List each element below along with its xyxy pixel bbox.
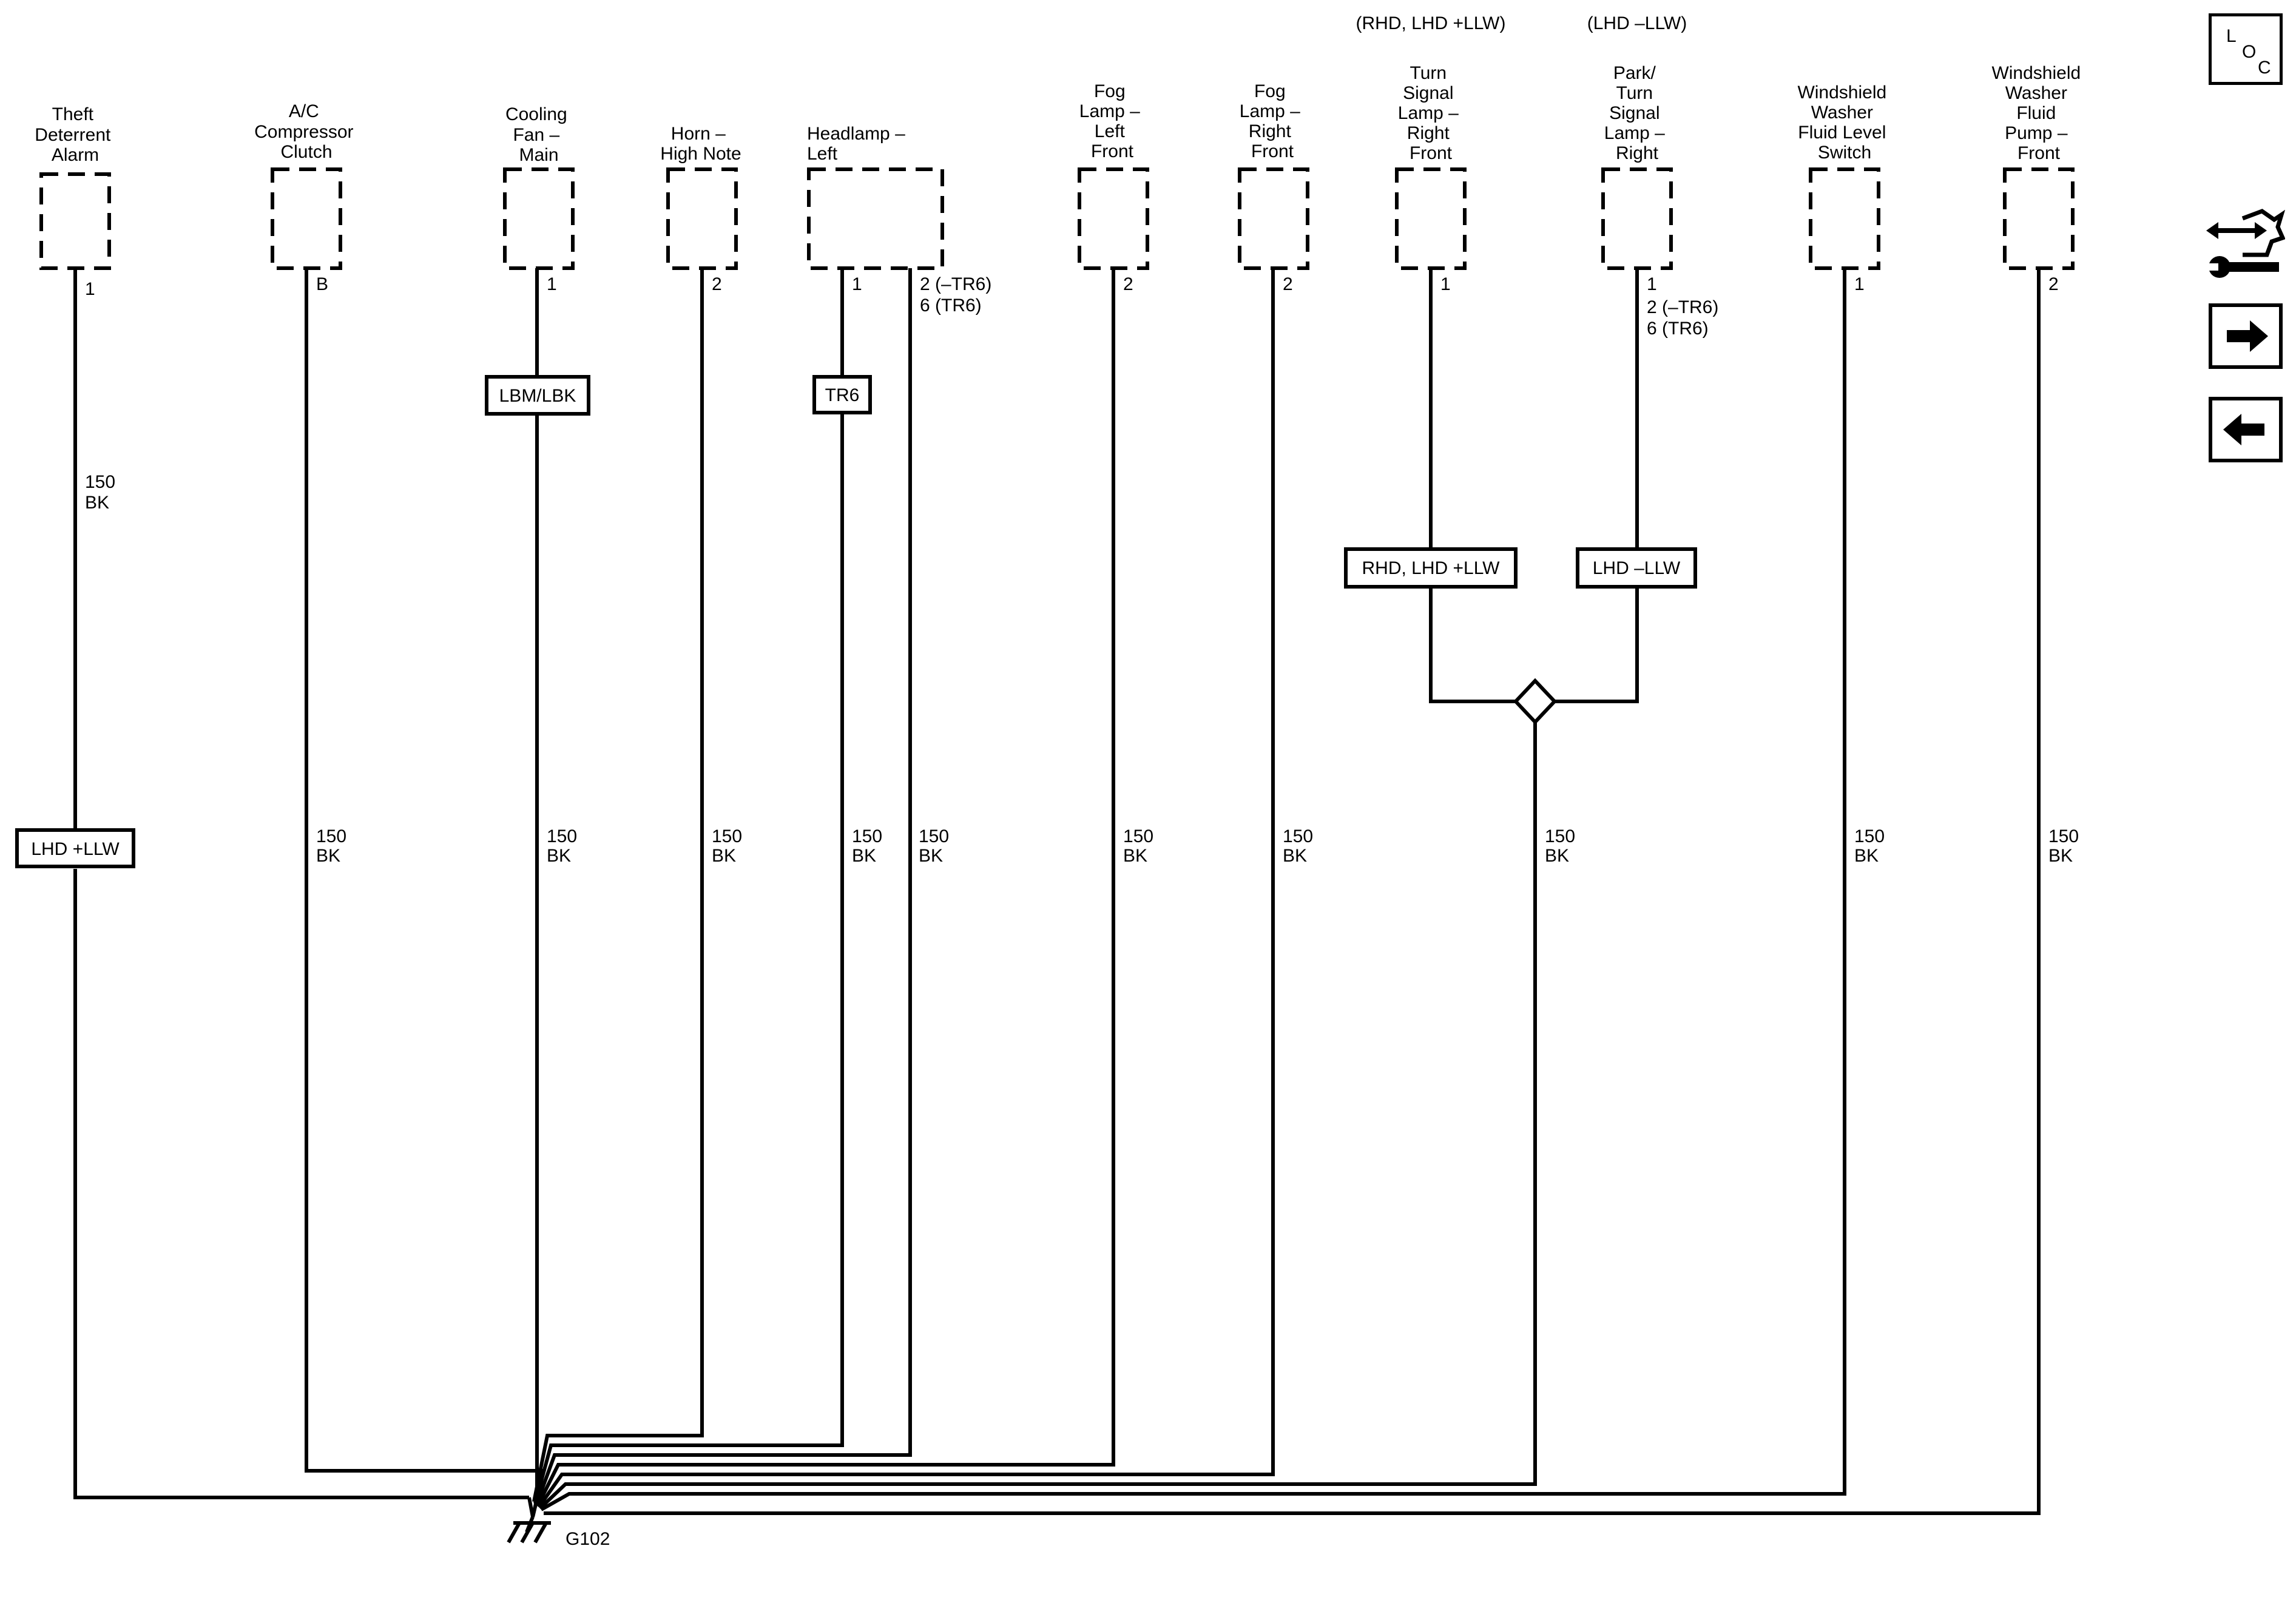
headlamp-pin1-wire-label: 150 BK (852, 826, 887, 866)
headlamp-connector (807, 167, 944, 270)
washer-pump-label: Windshield Washer Fluid Pump – Front (1991, 63, 2085, 163)
headlamp-pin1: 1 (852, 274, 862, 294)
headlamp-pin2-wire-label: 150 BK (919, 826, 954, 866)
wire-washer-switch (540, 268, 1846, 1511)
wire-ac-clutch (305, 268, 529, 1473)
loc-letter-o: O (2242, 42, 2257, 62)
wire-fog-right (537, 268, 1275, 1508)
fog-right-pin: 2 (1283, 274, 1293, 294)
option-theft-text: LHD +LLW (31, 839, 120, 859)
option-box-fan (485, 375, 590, 416)
washer-switch-connector (1809, 167, 1880, 270)
fog-left-label: Fog Lamp – Left Front (1079, 81, 1145, 161)
fog-left-pin: 2 (1123, 274, 1133, 294)
fan-wire-label: 150 BK (547, 826, 582, 866)
headlamp-pin2: 2 (–TR6) 6 (TR6) (920, 274, 997, 316)
wire-splice-to-ground (538, 721, 1537, 1510)
park-turn-pins: 1 2 (–TR6) 6 (TR6) (1647, 274, 1724, 339)
forward-button[interactable] (2209, 303, 2283, 369)
wire-headlamp-pin2 (535, 268, 912, 1506)
theft-alarm-connector (39, 172, 111, 270)
ac-clutch-pin: B (316, 274, 328, 294)
harness-wrench-icon-graphic (2206, 209, 2286, 278)
splice-diamond (1513, 678, 1558, 725)
component-labels: Theft Deterrent Alarm A/C Compressor Clu… (35, 13, 2085, 165)
option-park-turn-text: LHD –LLW (1593, 558, 1681, 578)
horn-label: Horn – High Note (660, 124, 741, 164)
ac-wire-label: 150 BK (316, 826, 351, 866)
cooling-fan-connector (503, 167, 575, 270)
washer-pump-pin: 2 (2048, 274, 2059, 294)
washer-switch-pin: 1 (1854, 274, 1865, 294)
option-headlamp-text: TR6 (825, 385, 860, 405)
fog-left-connector (1078, 167, 1149, 270)
ac-clutch-connector (271, 167, 342, 270)
option-box-theft (15, 828, 135, 868)
horn-pin: 2 (712, 274, 722, 294)
wire-turn-signal-lower (1429, 587, 1518, 703)
ac-clutch-label: A/C Compressor Clutch (254, 101, 359, 162)
wires (73, 268, 2041, 1517)
loc-letter-c: C (2258, 58, 2271, 78)
loc-button[interactable]: L O C (2209, 13, 2283, 85)
horn-connector (666, 167, 738, 270)
washer-switch-label: Windshield Washer Fluid Level Switch (1797, 83, 1891, 163)
park-turn-label: Park/ Turn Signal Lamp – Right (1604, 63, 1670, 163)
wire-fanin-fan (531, 1498, 539, 1517)
cooling-fan-pin: 1 (547, 274, 557, 294)
turn-signal-connector (1395, 167, 1467, 270)
connector-boxes (39, 167, 2075, 270)
wire-horn (532, 268, 704, 1502)
turn-signal-pin: 1 (1440, 274, 1451, 294)
option-box-headlamp (812, 375, 872, 414)
wire-fog-left (536, 268, 1115, 1507)
turn-signal-variant: (RHD, LHD +LLW) (1356, 13, 1506, 33)
wire-washer-pump (544, 268, 2041, 1515)
arrow-left-icon (2223, 414, 2264, 445)
theft-alarm-label: Theft Deterrent Alarm (35, 104, 115, 165)
wire-park-turn-lower (1553, 587, 1639, 703)
option-boxes: LHD +LLW LBM/LBK TR6 RHD, LHD +LLW LHD –… (15, 375, 1697, 868)
fog-left-wire-label: 150 BK (1123, 826, 1158, 866)
pin-labels: 1 B 1 2 1 2 (–TR6) 6 (TR6) 2 2 1 1 2 (–T… (85, 274, 2059, 339)
cooling-fan-label: Cooling Fan – Main (505, 104, 572, 165)
ground-label: G102 (566, 1529, 610, 1549)
park-turn-variant: (LHD –LLW) (1587, 13, 1687, 33)
headlamp-label: Headlamp – Left (807, 124, 910, 164)
option-box-park-turn (1576, 547, 1697, 589)
back-button[interactable] (2209, 397, 2283, 462)
turn-signal-label: Turn Signal Lamp – Right Front (1398, 63, 1464, 163)
horn-wire-label: 150 BK (712, 826, 747, 866)
harness-wrench-icon[interactable] (2206, 206, 2286, 285)
option-turn-signal-text: RHD, LHD +LLW (1362, 558, 1501, 578)
ground-symbol (507, 1516, 551, 1544)
wire-theft-alarm-lower (73, 869, 529, 1499)
option-box-turn-signal (1344, 547, 1518, 589)
theft-wire-label: 150 BK (85, 472, 120, 513)
wire-labels: 150 BK 150 BK 150 BK 150 BK 150 BK 150 B… (85, 472, 2084, 866)
park-turn-connector (1601, 167, 1673, 270)
theft-alarm-pin: 1 (85, 279, 95, 299)
fog-right-wire-label: 150 BK (1283, 826, 1318, 866)
fog-right-connector (1238, 167, 1309, 270)
splice-wire-label: 150 BK (1545, 826, 1580, 866)
option-fan-text: LBM/LBK (499, 386, 576, 406)
washer-pump-wire-label: 150 BK (2048, 826, 2084, 866)
arrow-right-icon (2227, 320, 2268, 352)
loc-letter-l: L (2226, 26, 2237, 46)
wire-headlamp-pin1-lower (533, 413, 844, 1504)
washer-switch-wire-label: 150 BK (1854, 826, 1889, 866)
fog-right-label: Fog Lamp – Right Front (1240, 81, 1305, 161)
washer-pump-connector (2003, 167, 2075, 270)
